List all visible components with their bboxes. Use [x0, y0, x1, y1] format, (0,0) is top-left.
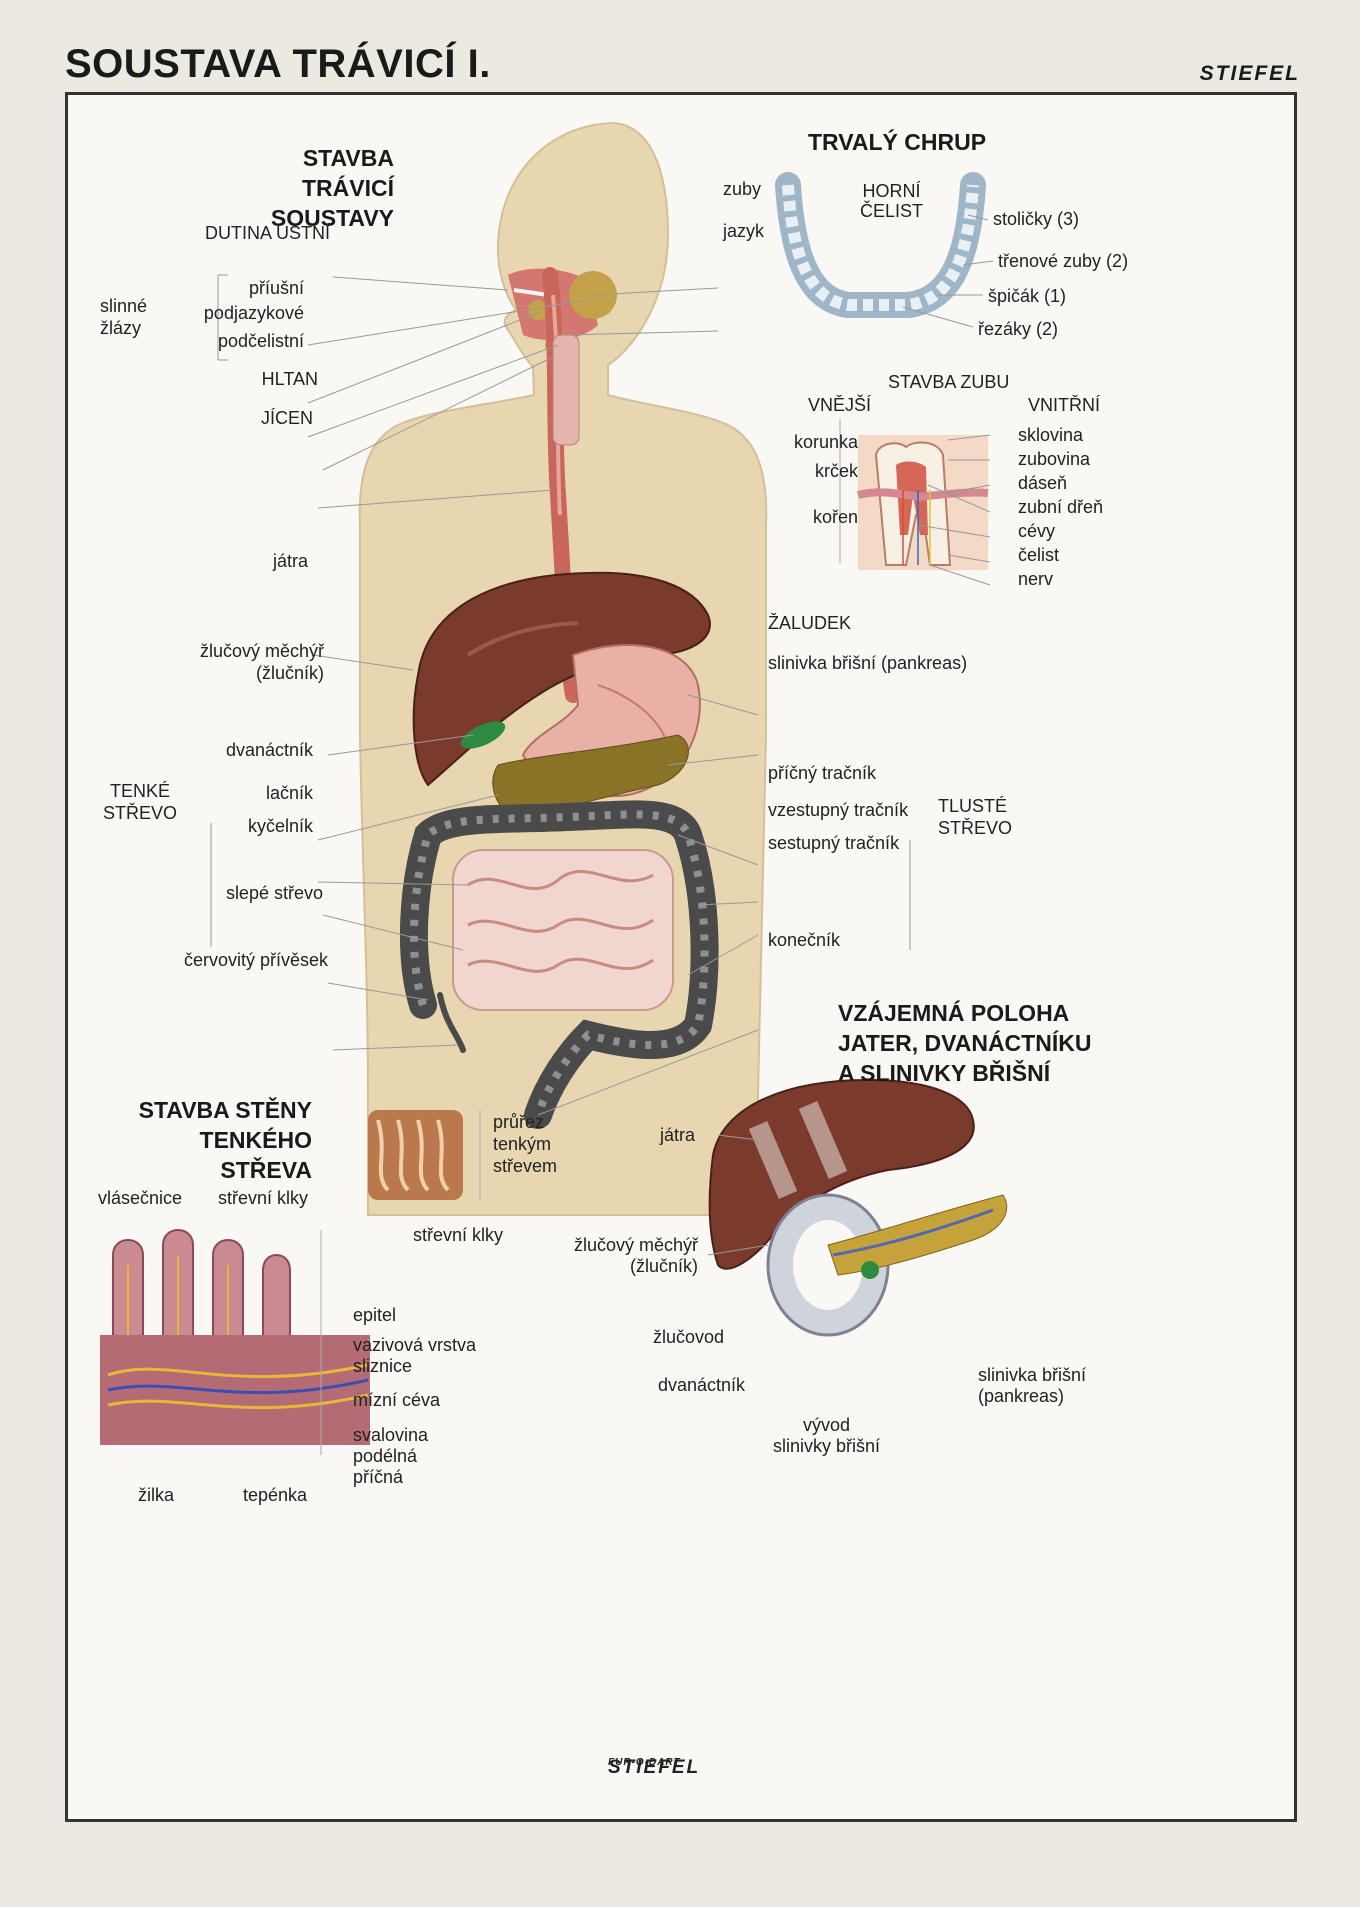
teeth-arch: [775, 172, 994, 328]
label-cevy: cévy: [1018, 521, 1056, 541]
label-podjazykove: podjazykové: [203, 303, 304, 323]
label-sestupny: sestupný tračník: [768, 833, 900, 853]
label-liver-jatra: játra: [660, 1125, 696, 1145]
label-dasen: dáseň: [1018, 473, 1068, 493]
teeth-heading: TRVALÝ CHRUP: [808, 129, 987, 155]
trachea: [552, 334, 580, 446]
label-rezaky: řezáky (2): [978, 319, 1059, 339]
small-intestine: [452, 849, 674, 1011]
liver-pancreas-illustration: [707, 1078, 1008, 1337]
label-cervovity: červovitý přívěsek: [183, 950, 328, 970]
label-vazivova: vazivová vrstva sliznice: [353, 1335, 477, 1376]
label-vzestupny: vzestupný tračník: [768, 800, 909, 820]
label-celist: čelist: [1018, 545, 1060, 565]
label-nerv: nerv: [1018, 569, 1054, 589]
label-slinne: slinné žlázy: [100, 296, 148, 338]
label-strevni-klky: střevní klky: [218, 1188, 309, 1208]
label-horni: HORNÍ ČELIST: [860, 181, 924, 221]
label-zaludek: ŽALUDEK: [768, 613, 852, 633]
label-slinivka: slinivka břišní (pankreas): [768, 653, 968, 673]
label-zubovina: zubovina: [1018, 449, 1091, 469]
label-zlucovod: žlučovod: [653, 1327, 725, 1347]
label-sklovina: sklovina: [1018, 425, 1084, 445]
label-stavba-zubu: STAVBA ZUBU: [888, 372, 1010, 392]
label-vlasecnice: vlásečnice: [98, 1188, 183, 1208]
label-svalovina: svalovina podélná příčná: [353, 1425, 429, 1487]
label-jazyk: jazyk: [723, 221, 765, 241]
label-vyvod: vývod slinivky břišní: [773, 1415, 881, 1456]
label-priusni: příušní: [248, 278, 304, 298]
label-prurez: průřez tenkým střevem: [493, 1112, 558, 1176]
label-jatra: játra: [272, 551, 308, 571]
poster-frame: STAVBA TRÁVICÍ SOUSTAVY DUTINA ÚSTNÍ sli…: [65, 92, 1297, 1822]
tooth-structure: [839, 419, 991, 586]
label-dvanactnik: dvanáctník: [225, 740, 313, 760]
label-kycelnik: kyčelník: [247, 816, 313, 836]
label-vnejsi: VNĚJŠÍ: [808, 395, 872, 415]
leader-lines: [210, 274, 911, 1116]
label-zlucovy: žlučový měchýř (žlučník): [199, 641, 324, 683]
brand-logo: STIEFEL: [1199, 62, 1300, 85]
label-spicak: špičák (1): [988, 286, 1067, 306]
label-slepe: slepé střevo: [225, 883, 323, 903]
label-teplinka: tepénka: [243, 1485, 308, 1505]
intestine-cross-section: [368, 1110, 481, 1200]
label-trenove: třenové zuby (2): [998, 251, 1129, 271]
label-korunka: korunka: [793, 432, 858, 452]
label-tluste: TLUSTÉ STŘEVO: [938, 796, 1013, 838]
label-jicen: JÍCEN: [260, 408, 313, 428]
label-liver-zlucovy: žlučový měchýř (žlučník): [573, 1235, 698, 1276]
label-koren: kořen: [812, 507, 858, 527]
label-dutina: DUTINA ÚSTNÍ: [204, 223, 330, 243]
label-epitel: epitel: [353, 1305, 397, 1325]
villi-illustration: [100, 1229, 370, 1455]
liver-heading: VZÁJEMNÁ POLOHA JATER, DVANÁCTNÍKU A SLI…: [838, 1000, 1092, 1086]
label-konecnik: konečník: [768, 930, 841, 950]
footer: STIEFEL FUR-O-DART: [608, 1757, 701, 1778]
gallbladder: [460, 721, 506, 749]
label-strevni-klky-top: střevní klky: [413, 1225, 504, 1245]
label-lacnik: lačník: [265, 783, 313, 803]
label-zilka: žilka: [138, 1485, 175, 1505]
label-zubni-dren: zubní dřeň: [1018, 497, 1104, 517]
label-vnitrni: VNITŘNÍ: [1028, 395, 1100, 415]
label-stolicky: stoličky (3): [993, 209, 1080, 229]
label-liver-slinivka: slinivka břišní (pankreas): [978, 1365, 1087, 1406]
body-heading: STAVBA TRÁVICÍ SOUSTAVY: [270, 145, 394, 231]
label-zuby: zuby: [723, 179, 762, 199]
label-krcek: krček: [814, 461, 858, 481]
label-mizni: mízní céva: [353, 1390, 441, 1410]
label-pricni: příčný tračník: [768, 763, 877, 783]
intestine-heading: STAVBA STĚNY TENKÉHO STŘEVA: [138, 1097, 312, 1183]
label-liver-dvanactnik: dvanáctník: [658, 1375, 746, 1395]
label-podcelistni: podčelistní: [217, 331, 304, 351]
page-title: SOUSTAVA TRÁVICÍ I.: [65, 42, 491, 86]
label-tenke: TENKÉ STŘEVO: [103, 781, 178, 823]
anatomy-illustrations: [100, 121, 1008, 1455]
label-hltan: HLTAN: [261, 369, 318, 389]
